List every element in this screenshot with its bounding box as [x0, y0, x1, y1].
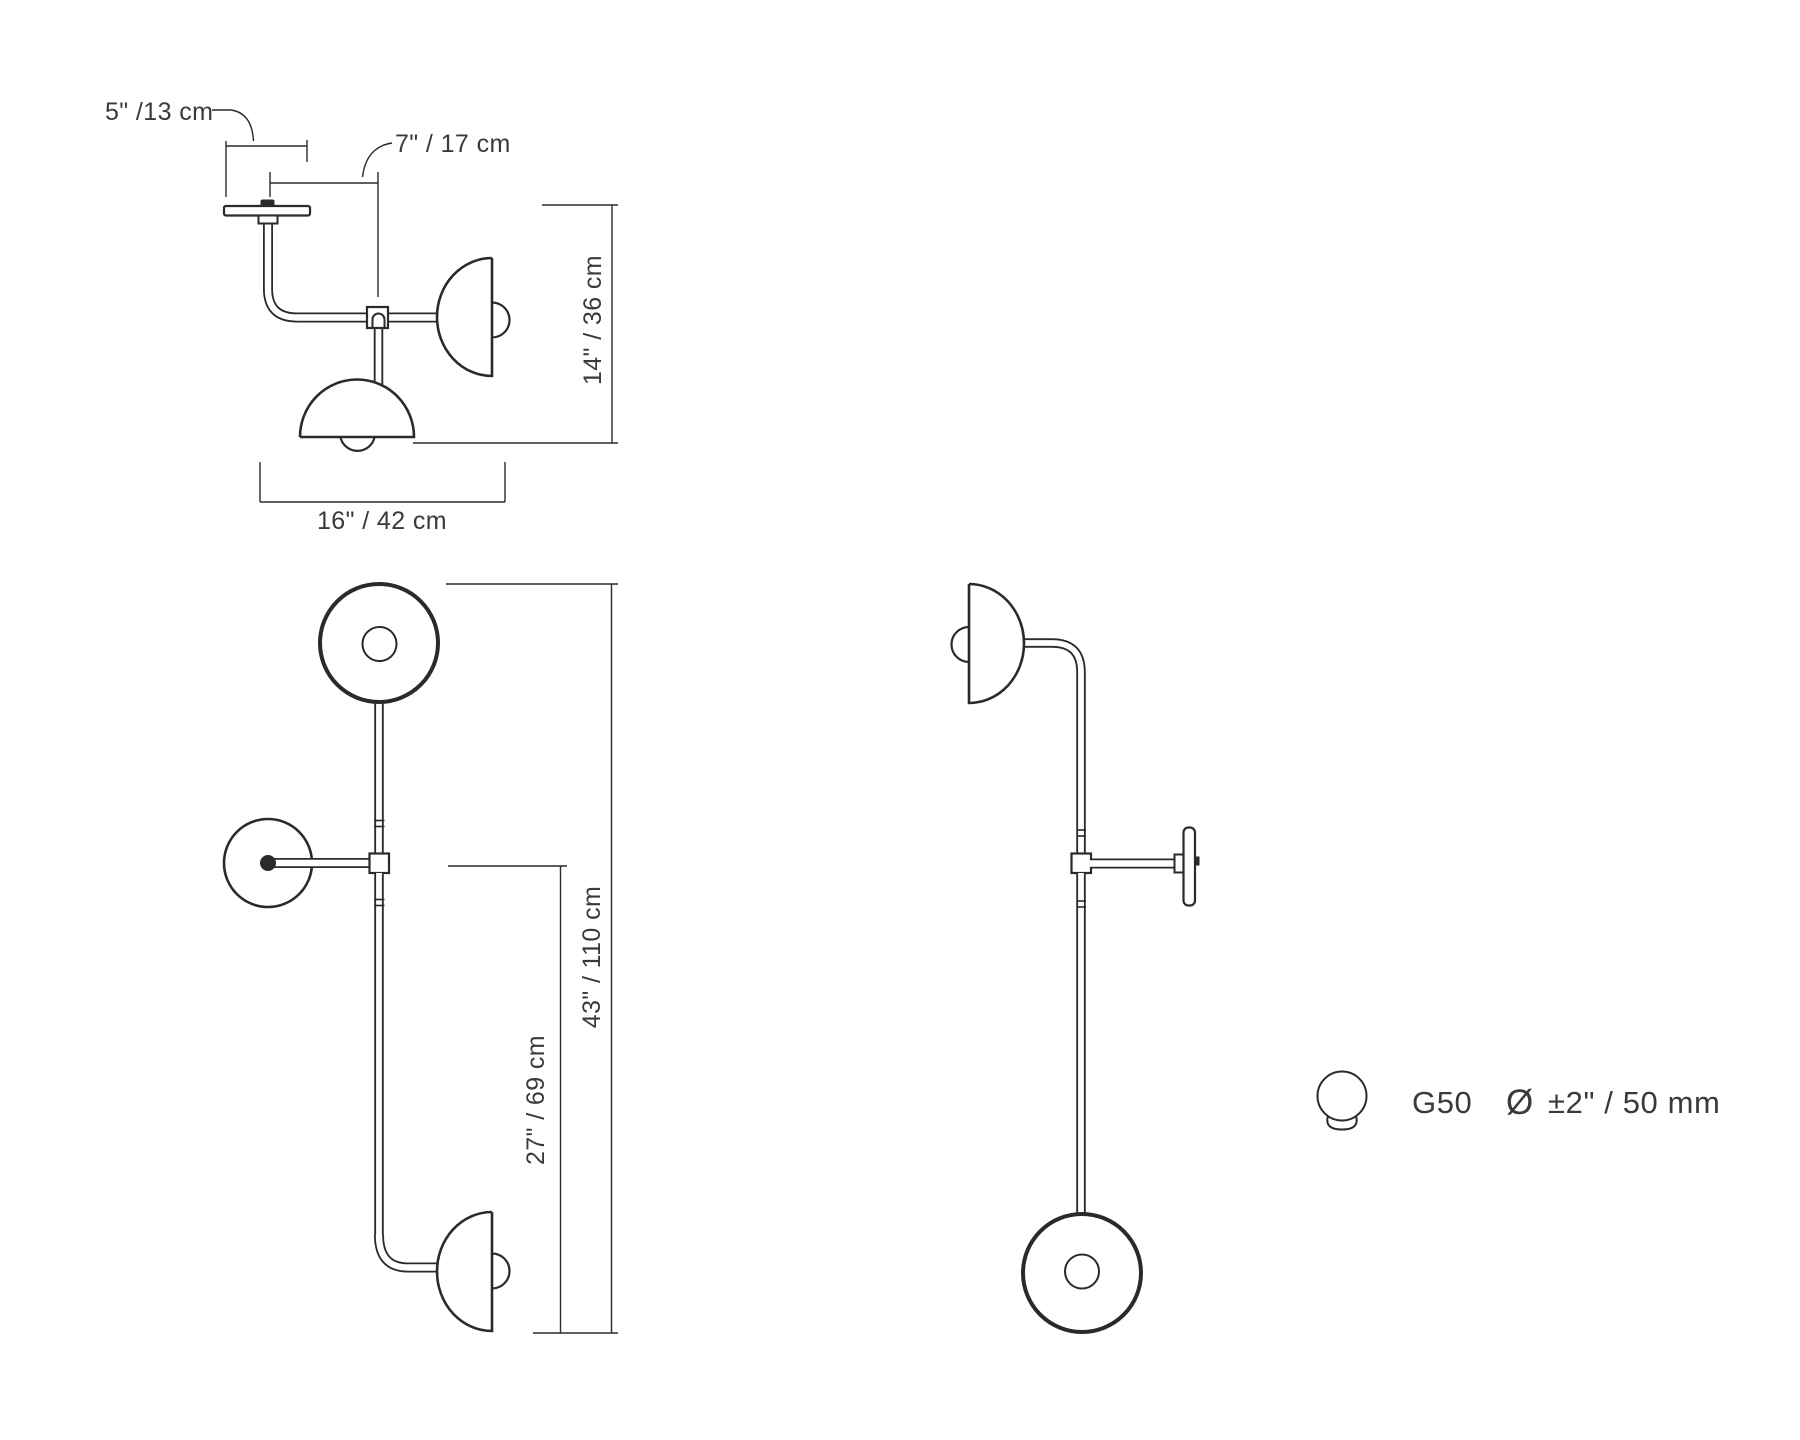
dim-label-fixture-height: 14" / 36 cm: [579, 255, 607, 385]
side-shade-bottom-socket: [1064, 1253, 1100, 1290]
dim-label-lower-stem: 27" / 69 cm: [522, 1035, 550, 1165]
dim-canopy-to-stem: 7" / 17 cm: [269, 130, 511, 297]
dim-total-width: 16" / 42 cm: [259, 462, 506, 535]
front-junction-block: [368, 852, 391, 875]
junction-rod-arch: [371, 312, 386, 328]
canopy-arm-tube-inner: [264, 221, 372, 321]
dim-label-total-height: 43" / 110 cm: [578, 886, 606, 1028]
dim-lower-stem: 27" / 69 cm: [448, 865, 567, 1333]
stem-joint-lower: [374, 898, 385, 907]
canopy-collar: [257, 214, 279, 225]
g50-bulb-icon: [1316, 1070, 1368, 1122]
leader-canopy-to-stem: [361, 142, 393, 178]
dim-fixture-height: 14" / 36 cm: [413, 204, 618, 444]
view-ceiling-side: 5" /13 cm 7" / 17 cm 14" / 36 cm 16" / 4…: [105, 98, 618, 535]
diameter-symbol: Ø: [1506, 1083, 1533, 1122]
dim-label-canopy-to-stem: 7" / 17 cm: [395, 130, 511, 158]
shade-right-dome: [435, 256, 494, 378]
dim-canopy-width: 5" /13 cm: [105, 98, 308, 197]
side-shade-top: [967, 582, 1026, 705]
wall-plate-nub: [1195, 856, 1200, 866]
side-arm-stem-tube-inner: [1012, 640, 1084, 858]
dim-label-canopy-width: 5" /13 cm: [105, 98, 213, 126]
view-front: 43" / 110 cm 27" / 69 cm: [222, 582, 618, 1334]
legend-bulb-model: G50: [1412, 1085, 1472, 1120]
view-side: [950, 582, 1200, 1334]
side-bulb-top-icon: [950, 625, 970, 664]
bulb-legend: G50 Ø ±2" / 50 mm: [1316, 1070, 1720, 1131]
side-joint-lower: [1076, 900, 1086, 908]
legend-bulb-diameter: ±2" / 50 mm: [1548, 1085, 1720, 1120]
front-bulb-bottom-icon: [491, 1252, 511, 1290]
wall-arm-collar: [1173, 853, 1185, 874]
dim-total-height: 43" / 110 cm: [446, 583, 618, 1333]
front-bend-tube-inner: [375, 1234, 460, 1271]
dim-label-total-width: 16" / 42 cm: [317, 507, 447, 535]
bulb-right-icon: [491, 301, 511, 339]
arm-end-cap: [260, 855, 276, 871]
side-joint-upper: [1076, 829, 1086, 837]
side-arm-stem-tube: [1012, 638, 1086, 858]
canopy-arm-tube: [263, 221, 372, 323]
bulb-bottom-icon: [339, 437, 376, 452]
leader-canopy-width: [212, 109, 255, 142]
side-junction-block: [1070, 852, 1093, 875]
front-shade-bottom: [435, 1210, 494, 1333]
stem-joint-upper: [374, 819, 385, 828]
wall-mount-plate: [1182, 826, 1197, 907]
shade-top-socket: [361, 626, 398, 662]
ceiling-canopy-plate: [222, 204, 312, 217]
shade-bottom-dome: [298, 378, 416, 439]
